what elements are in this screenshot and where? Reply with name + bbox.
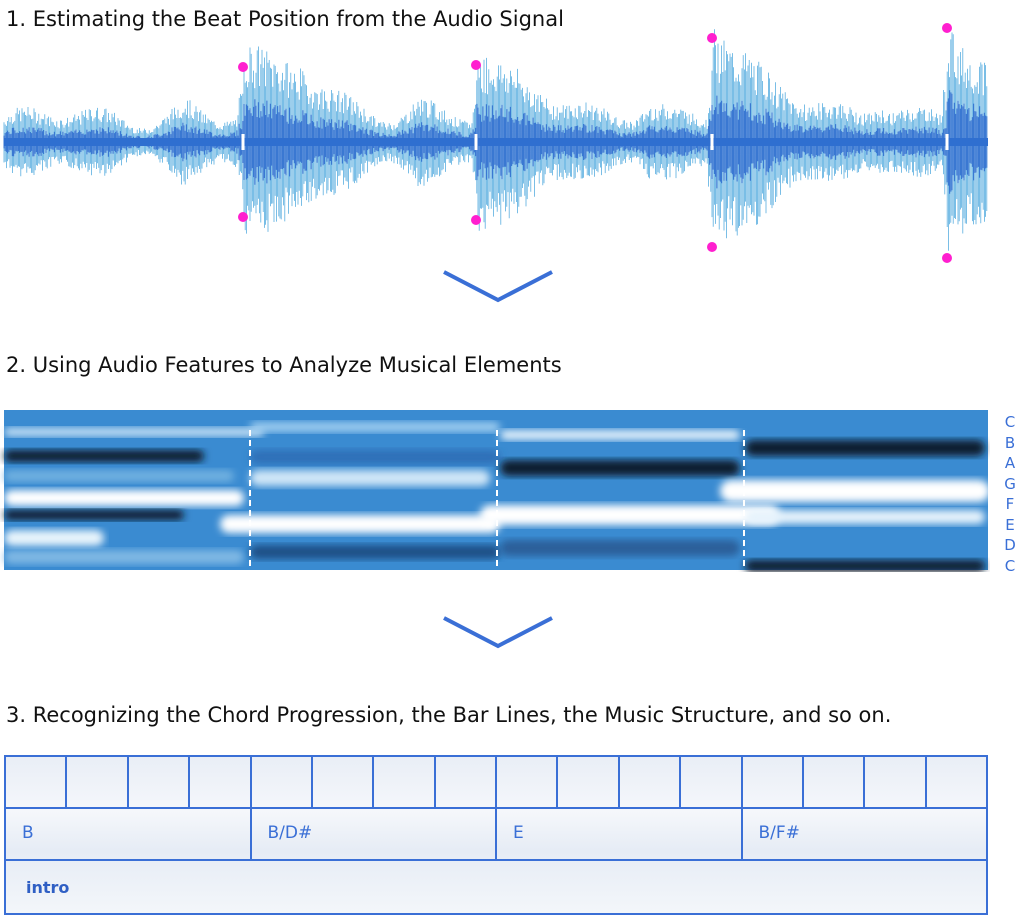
beat-cell bbox=[313, 757, 375, 807]
beat-cell bbox=[865, 757, 927, 807]
beat-marker bbox=[471, 60, 481, 70]
beat-row bbox=[6, 757, 986, 809]
beat-marker bbox=[942, 23, 952, 33]
step-2-title: 2. Using Audio Features to Analyze Music… bbox=[6, 353, 562, 377]
beat-cell bbox=[681, 757, 743, 807]
note-label: D bbox=[1004, 536, 1016, 554]
beat-cell bbox=[927, 757, 986, 807]
beat-tick bbox=[241, 134, 245, 150]
chord-label: B bbox=[6, 809, 252, 859]
beat-cell bbox=[190, 757, 252, 807]
chroma-band bbox=[745, 510, 985, 524]
beat-marker bbox=[707, 33, 717, 43]
chroma-band bbox=[250, 470, 490, 486]
step-1-title: 1. Estimating the Beat Position from the… bbox=[6, 7, 564, 31]
chroma-band bbox=[4, 470, 234, 482]
beat-marker bbox=[238, 212, 248, 222]
beat-cell bbox=[374, 757, 436, 807]
chroma-band bbox=[500, 460, 740, 476]
note-label: B bbox=[1004, 433, 1016, 452]
chord-label: B/D# bbox=[252, 809, 497, 859]
chroma-band bbox=[250, 545, 500, 559]
chroma-band bbox=[480, 505, 780, 525]
chord-label: B/F# bbox=[758, 823, 800, 843]
beat-cell bbox=[67, 757, 129, 807]
beat-cell bbox=[252, 757, 313, 807]
chroma-band bbox=[250, 422, 500, 432]
chroma-band bbox=[745, 560, 985, 572]
note-label: F bbox=[1005, 495, 1015, 513]
chroma-band bbox=[4, 490, 244, 506]
chroma-band bbox=[250, 450, 500, 464]
chroma-band bbox=[4, 510, 184, 520]
beat-marker bbox=[238, 62, 248, 72]
chord-label: E bbox=[497, 809, 743, 859]
chroma-band bbox=[220, 515, 500, 533]
chevron-down-icon bbox=[443, 270, 553, 303]
note-label: E bbox=[1005, 515, 1015, 534]
chroma-band bbox=[720, 480, 990, 502]
beat-cell bbox=[436, 757, 497, 807]
beat-cell bbox=[743, 757, 804, 807]
beat-cell bbox=[129, 757, 191, 807]
section-label: intro bbox=[26, 878, 70, 897]
chroma-note-labels: C B A G F E D C bbox=[1000, 412, 1020, 576]
beat-tick bbox=[945, 134, 949, 150]
chroma-band bbox=[4, 428, 264, 436]
chroma-band bbox=[4, 530, 104, 546]
beat-tick bbox=[710, 134, 714, 150]
audio-waveform bbox=[3, 23, 988, 263]
beat-cell bbox=[558, 757, 620, 807]
chroma-band bbox=[745, 440, 985, 456]
beat-cell bbox=[497, 757, 559, 807]
beat-cell bbox=[804, 757, 866, 807]
chroma-band bbox=[500, 430, 740, 440]
beat-marker bbox=[942, 253, 952, 263]
step-3-title: 3. Recognizing the Chord Progression, th… bbox=[6, 703, 892, 727]
note-label: C bbox=[1004, 413, 1016, 431]
note-label: A bbox=[1004, 454, 1016, 472]
structure-grid: B B/D# E B/F# intro bbox=[4, 755, 988, 915]
chromagram bbox=[4, 410, 990, 572]
chroma-band bbox=[4, 550, 244, 564]
beat-cell bbox=[620, 757, 682, 807]
waveform-center bbox=[4, 138, 988, 146]
beat-marker bbox=[471, 215, 481, 225]
chord-row: B B/D# E B/F# bbox=[6, 809, 986, 861]
chroma-band bbox=[500, 540, 740, 556]
note-label: G bbox=[1004, 474, 1016, 493]
chevron-down-icon bbox=[443, 616, 553, 649]
chroma-band bbox=[4, 450, 204, 462]
beat-marker bbox=[707, 242, 717, 252]
note-label: C bbox=[1004, 556, 1016, 575]
beat-tick bbox=[474, 134, 478, 150]
beat-cell bbox=[6, 757, 68, 807]
